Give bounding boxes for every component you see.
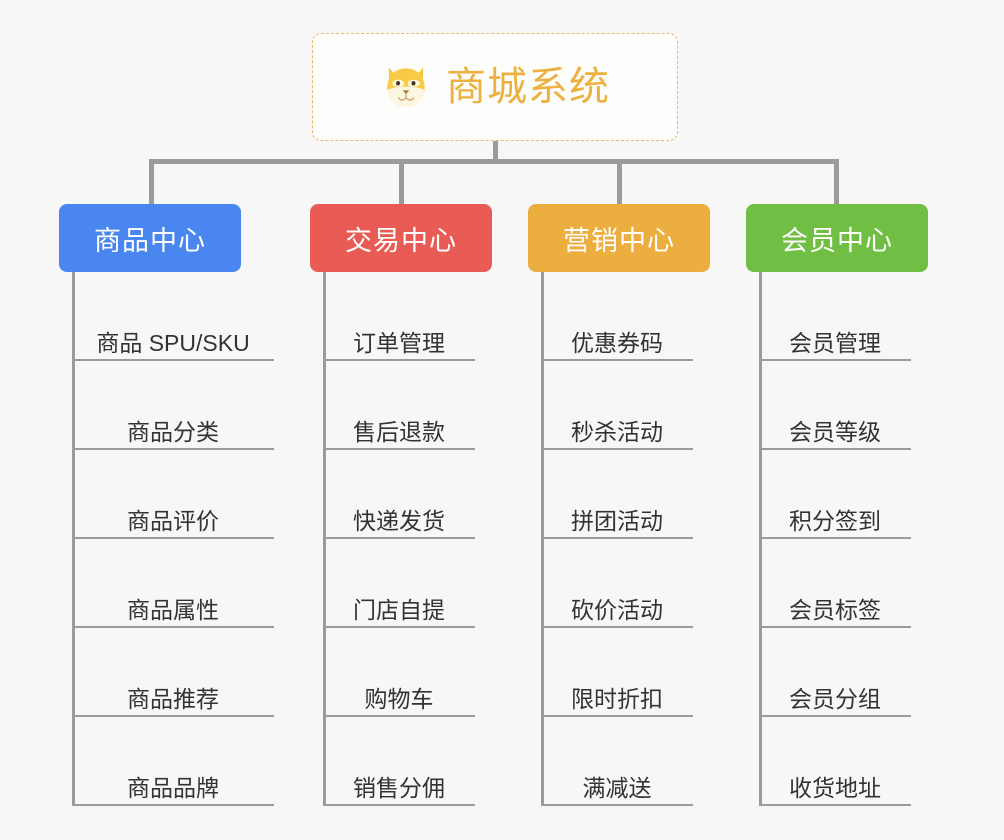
branch-trunk — [759, 272, 762, 806]
leaf-list-member-center: 会员管理 会员等级 积分签到 会员标签 会员分组 收货地址 — [746, 272, 928, 806]
leaf-item[interactable]: 会员标签 — [759, 539, 911, 628]
leaf-item[interactable]: 优惠券码 — [541, 272, 693, 361]
leaf-item[interactable]: 砍价活动 — [541, 539, 693, 628]
connector-drop-trade-center — [399, 159, 404, 206]
leaf-list-marketing-center: 优惠券码 秒杀活动 拼团活动 砍价活动 限时折扣 满减送 — [528, 272, 710, 806]
branch-column-member-center: 会员中心 会员管理 会员等级 积分签到 会员标签 会员分组 收货地址 — [746, 204, 928, 806]
connector-root-stub — [493, 141, 498, 163]
leaf-item[interactable]: 购物车 — [323, 628, 475, 717]
leaf-item[interactable]: 限时折扣 — [541, 628, 693, 717]
leaf-item[interactable]: 商品评价 — [72, 450, 274, 539]
leaf-item[interactable]: 订单管理 — [323, 272, 475, 361]
branch-column-trade-center: 交易中心 订单管理 售后退款 快递发货 门店自提 购物车 销售分佣 — [310, 204, 492, 806]
branch-trunk — [541, 272, 544, 806]
shiba-dog-icon — [387, 67, 425, 107]
leaf-item[interactable]: 收货地址 — [759, 717, 911, 806]
branch-trunk — [72, 272, 75, 806]
leaf-item[interactable]: 会员管理 — [759, 272, 911, 361]
leaf-list-product-center: 商品 SPU/SKU 商品分类 商品评价 商品属性 商品推荐 商品品牌 — [59, 272, 274, 806]
leaf-item[interactable]: 会员等级 — [759, 361, 911, 450]
leaf-item[interactable]: 商品推荐 — [72, 628, 274, 717]
connector-horizontal-bus — [149, 159, 839, 164]
leaf-item[interactable]: 会员分组 — [759, 628, 911, 717]
leaf-item[interactable]: 拼团活动 — [541, 450, 693, 539]
branch-column-marketing-center: 营销中心 优惠券码 秒杀活动 拼团活动 砍价活动 限时折扣 满减送 — [528, 204, 710, 806]
leaf-item[interactable]: 商品品牌 — [72, 717, 274, 806]
leaf-item[interactable]: 快递发货 — [323, 450, 475, 539]
root-node-title: 商城系统 — [446, 65, 610, 109]
leaf-list-trade-center: 订单管理 售后退款 快递发货 门店自提 购物车 销售分佣 — [310, 272, 492, 806]
leaf-item[interactable]: 商品属性 — [72, 539, 274, 628]
branch-trunk — [323, 272, 326, 806]
leaf-item[interactable]: 商品 SPU/SKU — [72, 272, 274, 361]
category-header-product-center[interactable]: 商品中心 — [59, 204, 241, 272]
leaf-item[interactable]: 秒杀活动 — [541, 361, 693, 450]
leaf-item[interactable]: 商品分类 — [72, 361, 274, 450]
leaf-item[interactable]: 积分签到 — [759, 450, 911, 539]
leaf-item[interactable]: 售后退款 — [323, 361, 475, 450]
category-header-member-center[interactable]: 会员中心 — [746, 204, 928, 272]
leaf-item[interactable]: 销售分佣 — [323, 717, 475, 806]
category-header-marketing-center[interactable]: 营销中心 — [528, 204, 710, 272]
leaf-item[interactable]: 门店自提 — [323, 539, 475, 628]
category-header-trade-center[interactable]: 交易中心 — [310, 204, 492, 272]
root-node-shopping-mall-system[interactable]: 商城系统 — [312, 33, 678, 141]
connector-drop-member-center — [834, 159, 839, 206]
connector-drop-marketing-center — [617, 159, 622, 206]
branch-column-product-center: 商品中心 商品 SPU/SKU 商品分类 商品评价 商品属性 商品推荐 商品品牌 — [59, 204, 274, 806]
leaf-item[interactable]: 满减送 — [541, 717, 693, 806]
connector-drop-product-center — [149, 159, 154, 206]
